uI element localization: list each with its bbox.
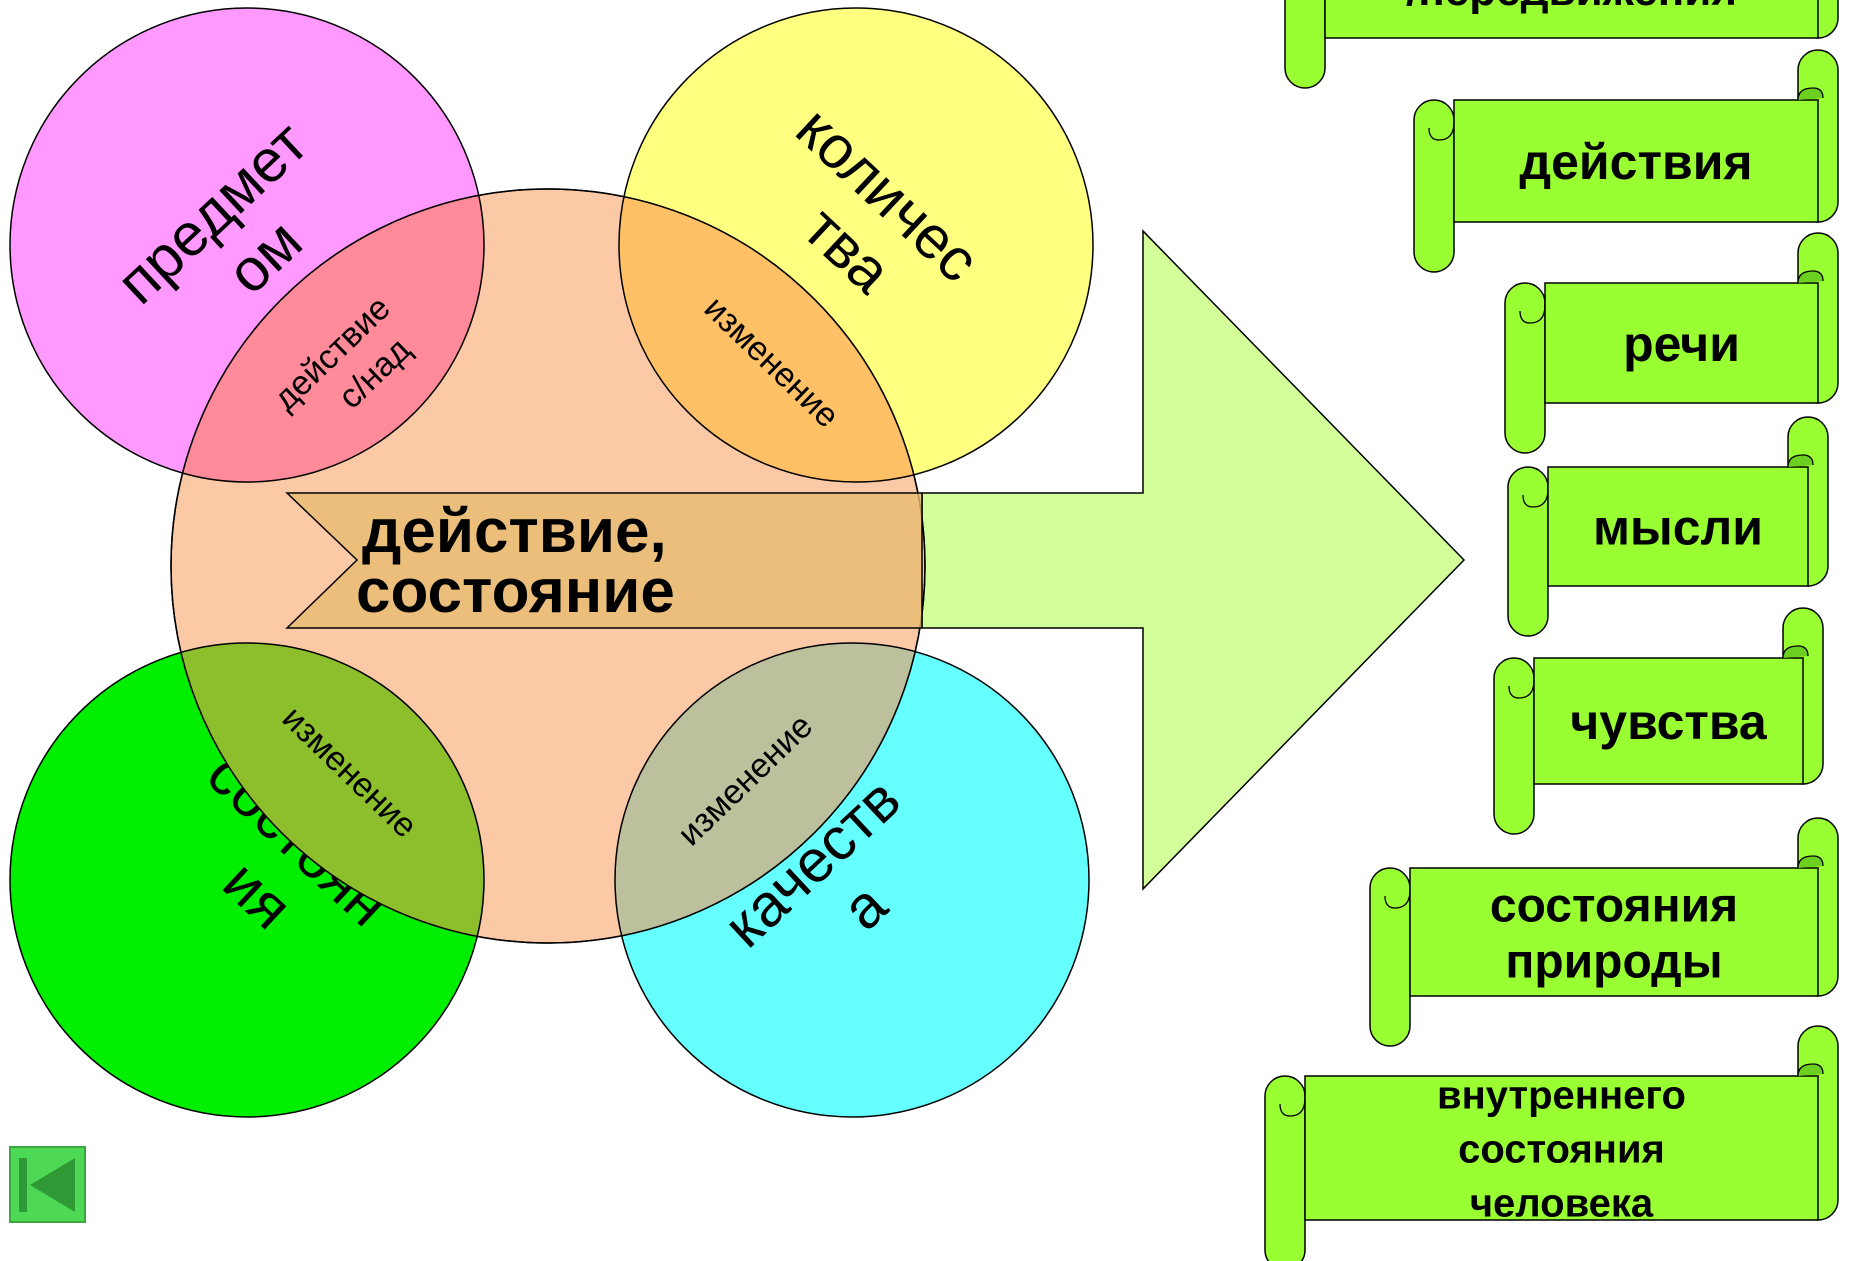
scroll-banner-text: чувства [1570, 694, 1768, 750]
scroll-banner: действия [1413, 49, 1839, 273]
right-arrow [921, 229, 1466, 891]
scroll-banner-text: речи [1623, 316, 1740, 372]
scroll-banner: /передвижения [1284, 0, 1839, 89]
scroll-banner: чувства [1493, 607, 1824, 835]
first-slide-icon [19, 1158, 75, 1212]
scroll-list: /передвижения действия речи мысли чувства сос… [1264, 0, 1839, 1261]
scroll-banner-text: /передвижения [1406, 0, 1737, 15]
first-slide-button[interactable] [9, 1146, 86, 1223]
scroll-banner-text: действия [1519, 134, 1752, 190]
center-banner [285, 492, 923, 629]
scroll-banner: речи [1504, 232, 1839, 454]
center-banner-text: действие, состояние [356, 497, 684, 626]
scroll-banner: мысли [1507, 416, 1829, 637]
scroll-banner-text: мысли [1593, 500, 1763, 556]
